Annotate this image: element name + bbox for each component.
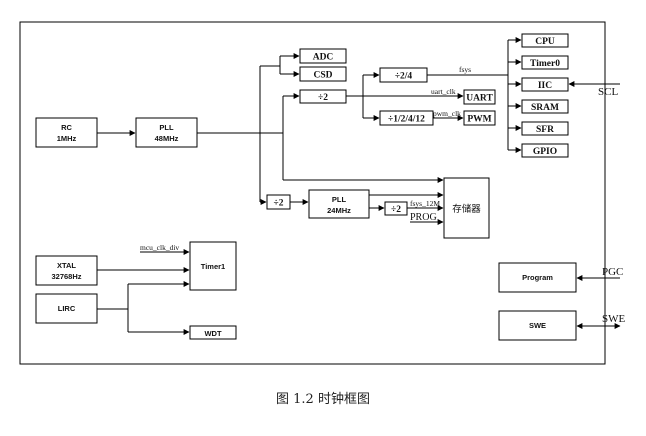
block-sfr: SFR	[521, 121, 569, 136]
block-swe: SWE	[498, 310, 577, 341]
block-cpu: CPU	[521, 33, 569, 48]
block-pwm: PWM	[463, 110, 496, 126]
signal-uart-clk: uart_clk	[431, 87, 456, 96]
pll48-label: PLL	[159, 123, 174, 132]
signal-swe: SWE	[602, 313, 626, 325]
block-gpio: GPIO	[521, 143, 569, 158]
div2-top-label: ÷2	[318, 93, 328, 103]
adc-label: ADC	[313, 53, 334, 63]
block-pll-48mhz: PLL 48MHz	[135, 117, 198, 148]
rc-label: RC	[61, 123, 72, 132]
wdt-label: WDT	[204, 329, 221, 338]
swe-label: SWE	[529, 321, 546, 330]
signal-fsys-12m: fsys_12M	[410, 199, 440, 208]
block-iic: IIC	[521, 77, 569, 92]
block-storage: 存储器	[443, 177, 490, 239]
pll24-label: PLL	[332, 195, 347, 204]
lirc-label: LIRC	[58, 304, 76, 313]
block-timer0: Timer0	[521, 55, 569, 70]
pll24-freq: 24MHz	[327, 206, 351, 215]
div2-left-label: ÷2	[274, 199, 284, 209]
div-pwm-label: ÷1/2/4/12	[388, 115, 425, 125]
block-timer1: Timer1	[189, 241, 237, 291]
block-adc: ADC	[299, 48, 347, 64]
rc-freq: 1MHz	[57, 134, 77, 143]
block-sram: SRAM	[521, 99, 569, 114]
div2-mid-label: ÷2	[391, 205, 401, 215]
uart-label: UART	[466, 94, 493, 104]
figure-caption: 图 1.2 时钟框图	[276, 392, 370, 407]
block-xtal: XTAL 32768Hz	[35, 255, 98, 286]
block-csd: CSD	[299, 66, 347, 82]
block-uart: UART	[463, 89, 496, 105]
timer0-label: Timer0	[530, 59, 560, 69]
sram-label: SRAM	[531, 103, 559, 113]
storage-label: 存储器	[452, 203, 481, 215]
csd-label: CSD	[313, 71, 332, 81]
block-div-2-mid: ÷2	[384, 201, 408, 216]
block-rc: RC 1MHz	[35, 117, 98, 148]
clock-block-diagram: RC 1MHz PLL 48MHz ADC CSD ÷2/4 ÷2 ÷1/2/4…	[19, 21, 626, 365]
program-label: Program	[522, 273, 553, 282]
pwm-label: PWM	[467, 115, 491, 125]
div24-label: ÷2/4	[395, 72, 413, 82]
block-program: Program	[498, 262, 577, 293]
gpio-label: GPIO	[533, 147, 557, 157]
pll48-freq: 48MHz	[155, 134, 179, 143]
connections	[97, 37, 621, 335]
signal-mcu-clk-div: mcu_clk_div	[140, 243, 179, 252]
block-lirc: LIRC	[35, 293, 98, 324]
signal-prog: PROG	[410, 212, 437, 223]
block-div-pwm: ÷1/2/4/12	[379, 110, 434, 126]
timer1-label: Timer1	[201, 262, 225, 271]
sfr-label: SFR	[536, 125, 554, 135]
block-div-2-left: ÷2	[266, 194, 291, 210]
block-div-2-top: ÷2	[299, 89, 347, 104]
xtal-freq: 32768Hz	[51, 272, 81, 281]
block-div-2-4: ÷2/4	[379, 67, 428, 83]
signal-pgc: PGC	[602, 266, 623, 278]
cpu-label: CPU	[535, 37, 555, 47]
xtal-label: XTAL	[57, 261, 76, 270]
iic-label: IIC	[538, 81, 552, 91]
signal-fsys: fsys	[459, 65, 471, 74]
outer-frame	[19, 21, 606, 365]
signal-pwm-clk: pwm_clk	[433, 109, 461, 118]
block-wdt: WDT	[189, 325, 237, 340]
block-pll-24mhz: PLL 24MHz	[308, 189, 370, 219]
signal-scl: SCL	[598, 86, 618, 98]
